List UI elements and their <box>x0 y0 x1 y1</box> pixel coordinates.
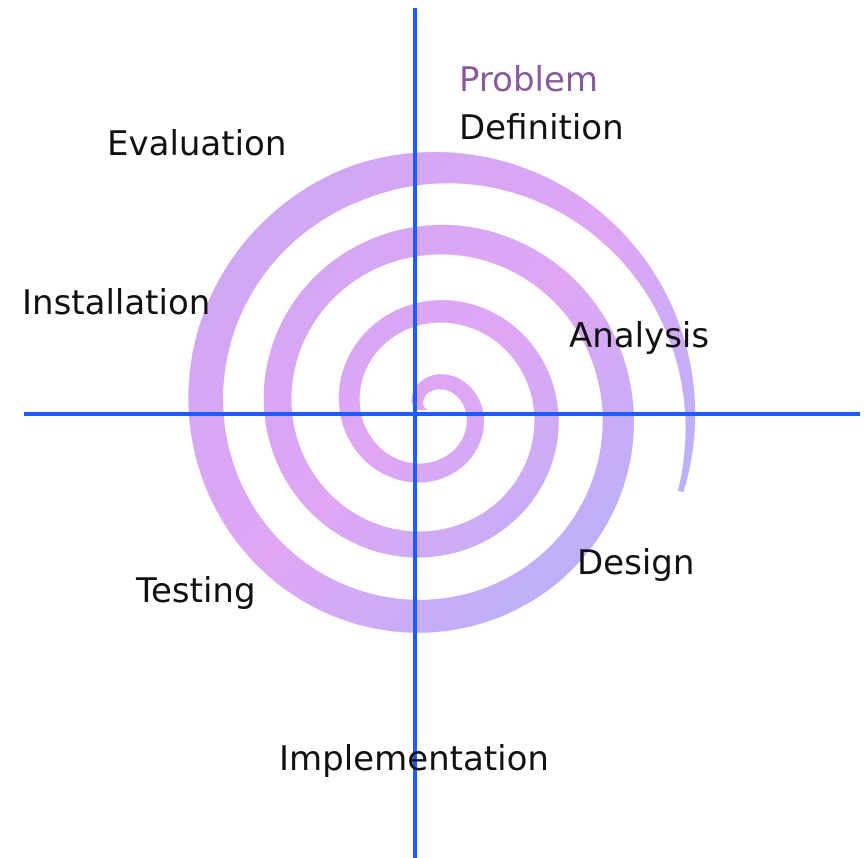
label-installation: Installation <box>22 283 210 323</box>
spiral-band <box>188 152 696 633</box>
label-implementation: Implementation <box>279 739 549 779</box>
label-testing: Testing <box>135 571 256 611</box>
label-evaluation: Evaluation <box>107 124 286 164</box>
label-definition: Definition <box>459 108 624 148</box>
label-design: Design <box>577 543 694 583</box>
label-analysis: Analysis <box>569 316 709 356</box>
label-problem: Problem <box>459 60 598 100</box>
